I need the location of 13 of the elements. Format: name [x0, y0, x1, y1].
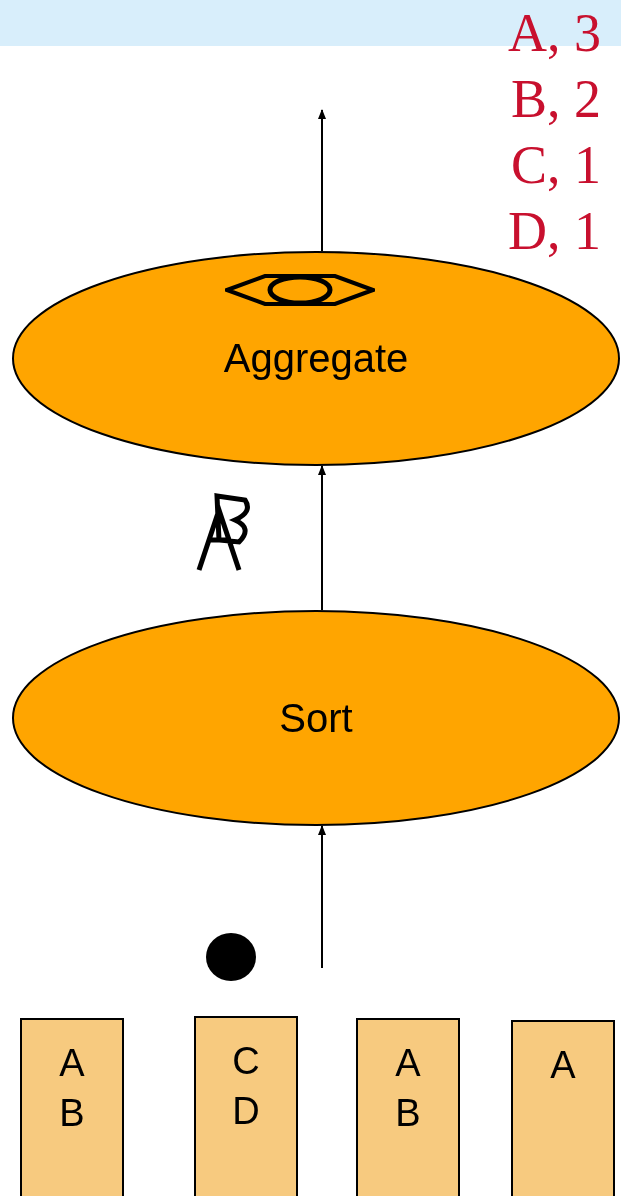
count-label: A, 3	[508, 2, 601, 65]
arrow	[318, 825, 326, 969]
data-block: A	[511, 1020, 615, 1196]
node-label: Sort	[279, 695, 353, 741]
node-label: Aggregate	[223, 336, 409, 381]
data-block: A B	[20, 1018, 124, 1196]
count-label: C, 1	[510, 134, 601, 197]
data-block: C D	[194, 1016, 298, 1196]
count-label: D, 1	[508, 200, 601, 263]
arrow	[318, 109, 326, 252]
arrow	[318, 465, 326, 611]
count-label: B, 2	[510, 68, 601, 131]
data-block: A B	[356, 1018, 460, 1196]
